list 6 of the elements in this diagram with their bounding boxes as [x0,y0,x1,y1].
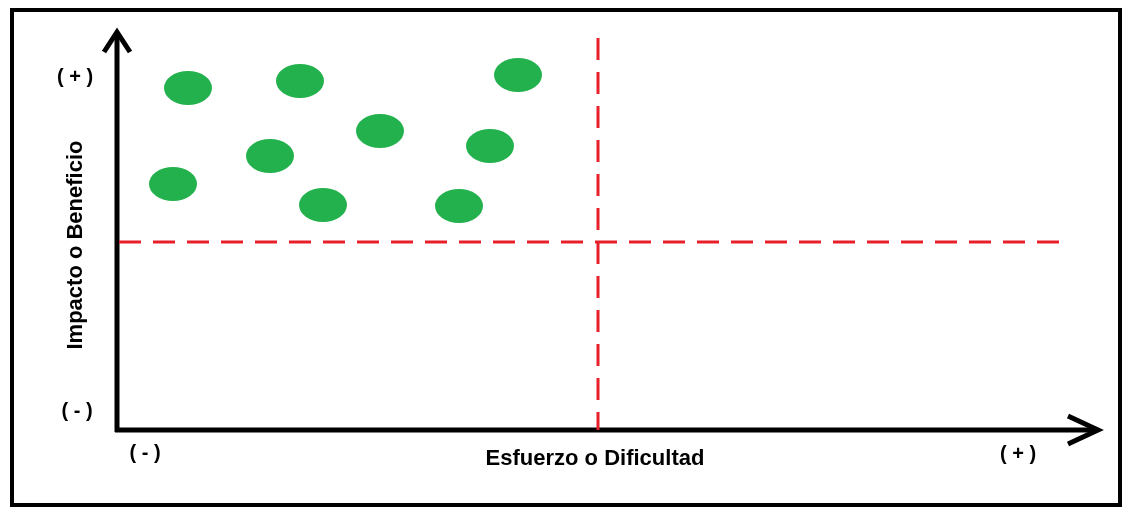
axis-tick-label: ( + ) [999,441,1037,465]
axis-title: Esfuerzo o Dificultad [485,445,705,471]
axis-title: Impacto o Beneficio [62,140,88,350]
axis-tick-label: ( + ) [56,64,94,88]
axis-tick-label: ( - ) [61,398,93,422]
axis-tick-label: ( - ) [129,440,161,464]
